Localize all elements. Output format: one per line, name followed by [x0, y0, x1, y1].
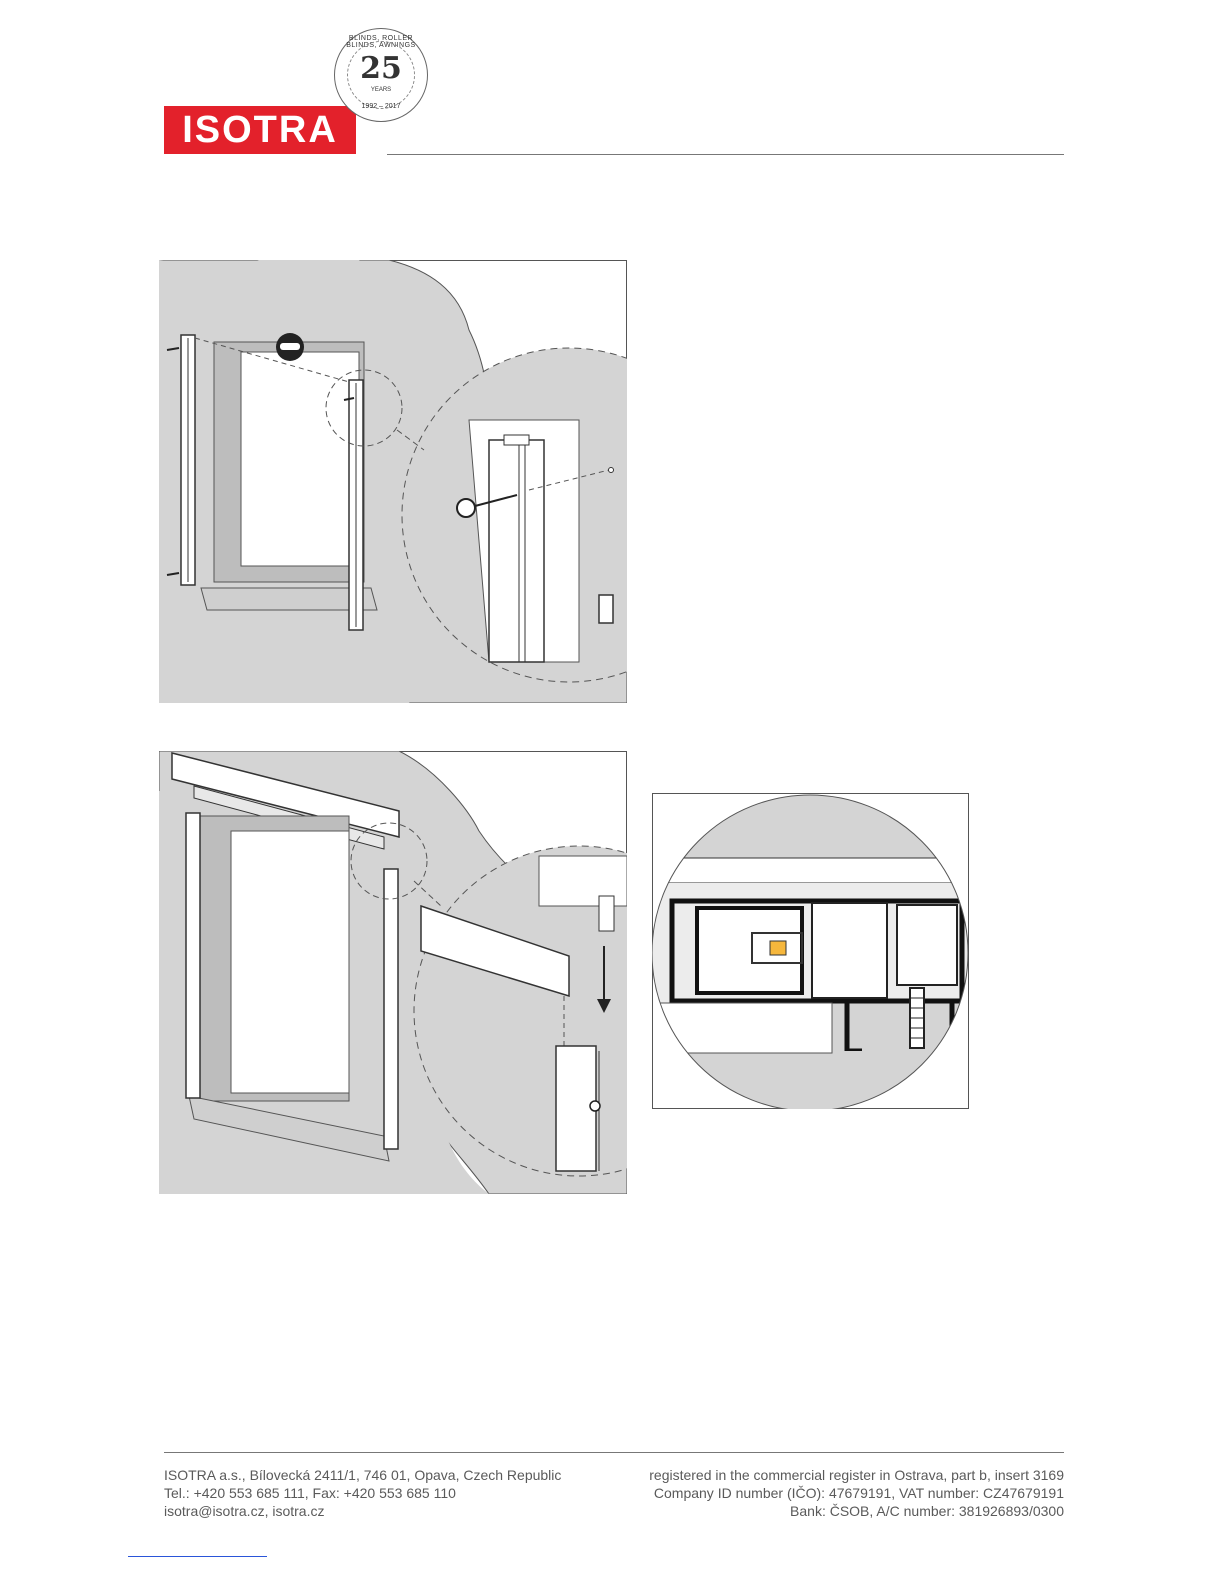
logo-text: ISOTRA [182, 108, 338, 151]
footer-registration-info: registered in the commercial register in… [604, 1466, 1064, 1520]
left-guide-rail [185, 812, 201, 1099]
box-cross-section-figure [652, 793, 969, 1109]
footer-phone: Tel.: +420 553 685 111, Fax: +420 553 68… [164, 1485, 456, 1501]
footer-divider [164, 1452, 1064, 1453]
box-mounting-figure [159, 751, 627, 1194]
seal-number: 25 [360, 51, 402, 86]
box-detail [420, 904, 570, 998]
seal-years-text: YEARS [370, 87, 392, 93]
footer-register: registered in the commercial register in… [649, 1467, 1064, 1483]
isotra-logo: ISOTRA [164, 106, 356, 154]
rail-detail [488, 439, 545, 663]
clip-detail [598, 594, 614, 624]
footer-email: isotra@isotra.cz, isotra.cz [164, 1503, 325, 1519]
window-glass [230, 830, 350, 1094]
right-guide-rail [383, 868, 399, 1150]
window-sill [188, 1095, 390, 1162]
footer-address: ISOTRA a.s., Bílovecká 2411/1, 746 01, O… [164, 1467, 562, 1483]
window-sill [200, 587, 378, 611]
seal-ring [347, 41, 415, 109]
header-divider [387, 154, 1064, 155]
rail-detail [555, 1045, 597, 1172]
highlight-insert [769, 940, 787, 956]
guide-rail-mounting-figure [159, 260, 627, 703]
anniversary-seal: BLINDS, ROLLER BLINDS, AWNINGS 25 YEARS … [334, 28, 428, 122]
screw-head [456, 498, 476, 518]
seal-bottom-text: 1992 – 2017 [361, 103, 401, 110]
window-glass [240, 351, 360, 567]
page-edge-link-mark [128, 1556, 267, 1557]
profile-outline [669, 898, 965, 1004]
footer-company-id: Company ID number (IČO): 47679191, VAT n… [653, 1485, 1064, 1501]
footer-company-info: ISOTRA a.s., Bílovecká 2411/1, 746 01, O… [164, 1466, 624, 1520]
footer-bank: Bank: ČSOB, A/C number: 381926893/0300 [790, 1503, 1064, 1519]
